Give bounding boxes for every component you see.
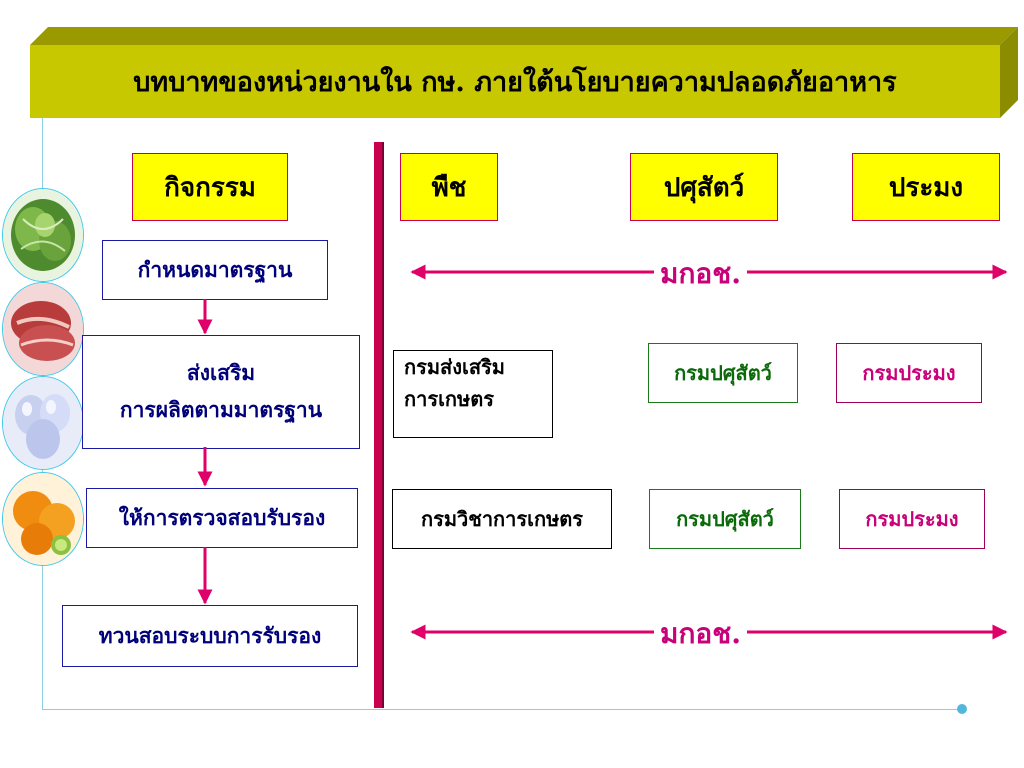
header-plant: พืช <box>400 153 498 221</box>
org-promote-plant-line2: การเกษตร <box>404 387 494 411</box>
header-fishery: ประมง <box>852 153 1000 221</box>
org-inspect-livestock: กรมปศุสัตว์ <box>649 489 801 549</box>
oranges-image <box>2 472 84 566</box>
org-promote-plant: กรมส่งเสริม การเกษตร <box>393 350 553 438</box>
header-activity: กิจกรรม <box>132 153 288 221</box>
cabbage-image <box>2 188 84 282</box>
eggs-image <box>2 376 84 470</box>
activity-inspect: ให้การตรวจสอบรับรอง <box>86 488 358 548</box>
activity-promote: ส่งเสริม การผลิตตามมาตรฐาน <box>82 335 360 449</box>
frame-end-dot <box>957 704 967 714</box>
activity-standard-label: กำหนดมาตรฐาน <box>137 256 293 282</box>
org-promote-plant-line1: กรมส่งเสริม <box>404 355 505 379</box>
meat-image <box>2 282 84 376</box>
activity-standard: กำหนดมาตรฐาน <box>102 240 328 300</box>
activity-audit-label: ทวนสอบระบบการรับรอง <box>98 622 322 648</box>
frame-bottom-line <box>42 709 962 710</box>
audit-agency-label: มกอช. <box>654 612 747 656</box>
banner-side-face <box>1000 27 1018 118</box>
org-inspect-fishery: กรมประมง <box>839 489 985 549</box>
org-promote-livestock: กรมปศุสัตว์ <box>648 343 798 403</box>
org-promote-fishery: กรมประมง <box>836 343 982 403</box>
page-title: บทบาทของหน่วยงานใน กษ. ภายใต้นโยบายความป… <box>30 45 1000 118</box>
banner-top-face <box>30 27 1018 45</box>
header-livestock: ปศุสัตว์ <box>630 153 778 221</box>
activity-promote-line1: ส่งเสริม <box>186 360 256 386</box>
activity-audit: ทวนสอบระบบการรับรอง <box>62 605 358 667</box>
org-inspect-plant: กรมวิชาการเกษตร <box>392 489 612 549</box>
activity-promote-line2: การผลิตตามมาตรฐาน <box>119 397 323 422</box>
column-divider <box>374 142 382 708</box>
standard-agency-label: มกอช. <box>654 252 747 296</box>
activity-inspect-label: ให้การตรวจสอบรับรอง <box>118 504 326 530</box>
